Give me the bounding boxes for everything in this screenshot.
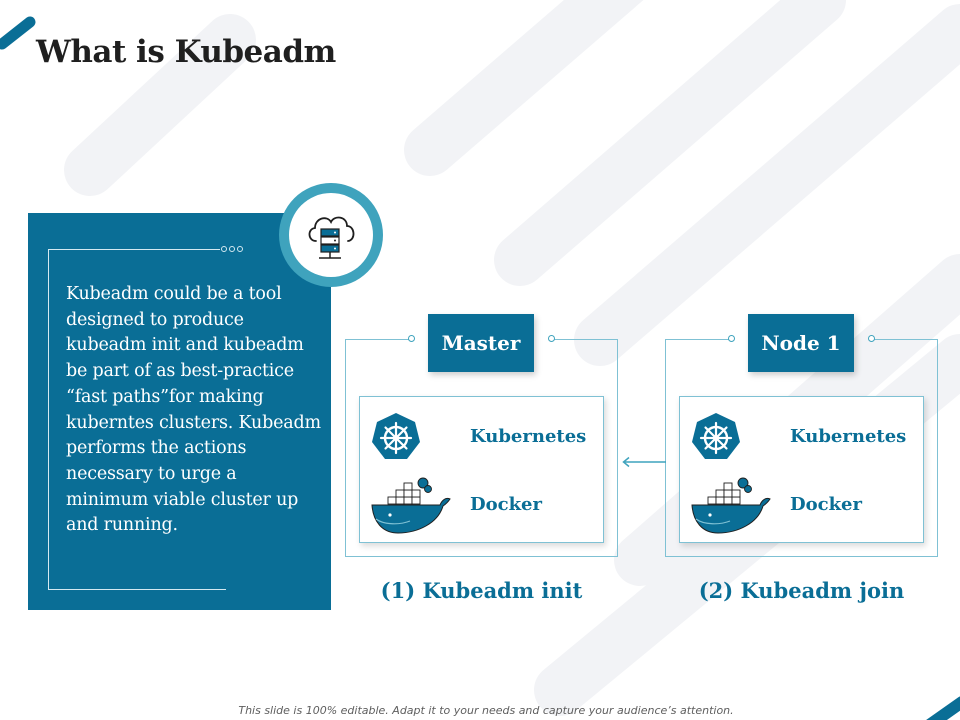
description-panel: Kubeadm could be a tool designed to prod… (28, 213, 331, 610)
panel-frame-line (48, 589, 226, 590)
frame-dot-decoration (728, 335, 735, 342)
technology-docker-label: Docker (470, 494, 542, 515)
panel-frame-line (48, 249, 49, 589)
step-label: (1) Kubeadm init (380, 578, 583, 603)
node-frame (345, 339, 618, 557)
connector-arrow (622, 456, 666, 468)
technology-kubernetes-label: Kubernetes (470, 426, 587, 447)
docker-icon (691, 477, 771, 534)
step-label: (2) Kubeadm join (698, 578, 905, 603)
corner-accent-bottom-right (926, 696, 960, 720)
node-role-label: Node 1 (748, 314, 854, 372)
kubernetes-icon (692, 413, 740, 459)
master-node-group: Master Kubernetes Dock (345, 314, 645, 614)
worker-node-group: Node 1 Kubernetes Dock (665, 314, 960, 614)
corner-accent-top-left (0, 16, 36, 50)
slide-title: What is Kubeadm (36, 34, 336, 70)
panel-dots-decoration (221, 246, 245, 252)
node-role-label: Master (428, 314, 534, 372)
kubernetes-icon (372, 413, 420, 459)
technology-kubernetes-label: Kubernetes (790, 426, 907, 447)
node-frame (665, 339, 938, 557)
frame-dot-decoration (408, 335, 415, 342)
frame-dot-decoration (548, 335, 555, 342)
docker-icon (371, 477, 451, 534)
frame-dot-decoration (868, 335, 875, 342)
footer-note: This slide is 100% editable. Adapt it to… (238, 704, 734, 717)
cloud-server-icon (308, 216, 355, 259)
cloud-badge (279, 183, 383, 287)
technology-card: Kubernetes Docker (359, 396, 604, 543)
description-text: Kubeadm could be a tool designed to prod… (66, 284, 321, 536)
technology-card: Kubernetes Docker (679, 396, 924, 543)
technology-docker-label: Docker (790, 494, 862, 515)
panel-frame-line (48, 249, 220, 250)
